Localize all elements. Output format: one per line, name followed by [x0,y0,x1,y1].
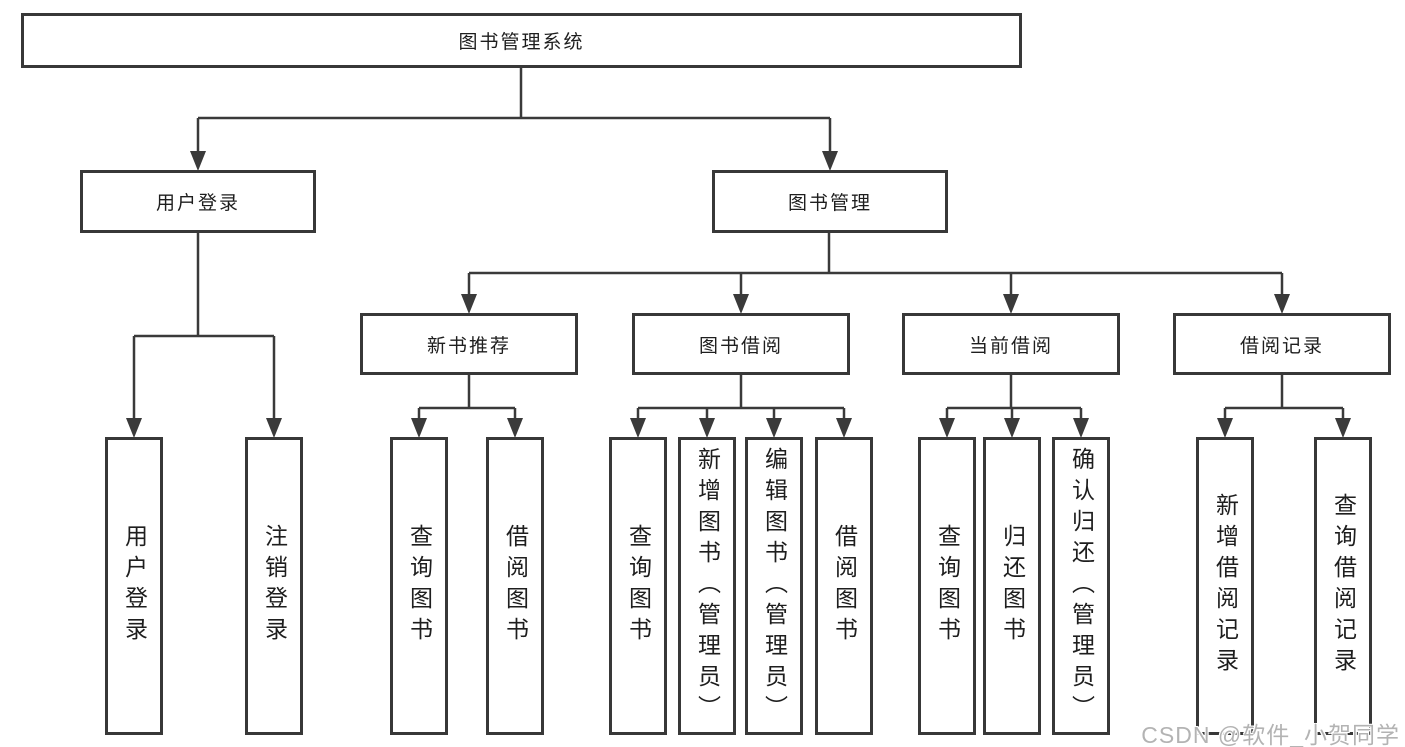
node-label: 借阅记录 [1239,335,1324,357]
node-label: 查询图书 [934,524,961,648]
node-new-book-recommendation: 新书推荐 [360,313,578,375]
node-label: 新书推荐 [426,335,511,357]
leaf-add-borrow-record: 新增借阅记录 [1196,437,1254,735]
node-label: 查询借阅记录 [1330,493,1357,679]
node-label: 查询图书 [406,524,433,648]
csdn-watermark: CSDN @软件_小贺同学 [1141,722,1400,747]
leaf-logout: 注销登录 [245,437,303,735]
connector-book-borrow-children [630,375,852,438]
node-book-borrowing: 图书借阅 [632,313,850,375]
node-label: 归还图书 [999,524,1026,648]
leaf-borrow-books-borrow: 借阅图书 [815,437,873,735]
leaf-query-books-recommend: 查询图书 [390,437,448,735]
node-root: 图书管理系统 [21,13,1022,68]
node-label: 借阅图书 [831,524,858,648]
leaf-edit-book-admin: 编辑图书（管理员） [745,437,803,735]
leaf-return-books: 归还图书 [983,437,1041,735]
node-label: 借阅图书 [502,524,529,648]
node-label: 编辑图书（管理员） [761,446,788,726]
node-label: 查询图书 [625,524,652,648]
leaf-add-book-admin: 新增图书（管理员） [678,437,736,735]
node-label: 用户登录 [155,193,240,214]
connector-borrow-record-children [1217,375,1351,438]
connector-new-book-recommend-children [411,375,523,438]
node-label: 图书管理 [787,193,872,214]
leaf-query-borrow-record: 查询借阅记录 [1314,437,1372,735]
node-current-borrowing: 当前借阅 [902,313,1120,375]
leaf-borrow-books-recommend: 借阅图书 [486,437,544,735]
node-label: 图书借阅 [698,335,783,357]
node-label: 图书管理系统 [458,32,585,53]
node-label: 新增借阅记录 [1212,493,1239,679]
node-label: 注销登录 [261,524,288,648]
connector-user-login-children [126,233,282,438]
leaf-query-books-borrow: 查询图书 [609,437,667,735]
leaf-query-books-current: 查询图书 [918,437,976,735]
node-label: 用户登录 [121,524,148,648]
leaf-user-login: 用户登录 [105,437,163,735]
node-label: 当前借阅 [968,335,1053,357]
connector-book-management-children [461,233,1290,314]
connector-root-to-level2 [190,68,838,171]
node-label: 新增图书（管理员） [694,446,721,726]
leaf-confirm-return-admin: 确认归还（管理员） [1052,437,1110,735]
node-label: 确认归还（管理员） [1068,446,1095,726]
node-borrowing-records: 借阅记录 [1173,313,1391,375]
node-book-management: 图书管理 [712,170,948,233]
node-user-login: 用户登录 [80,170,316,233]
connector-current-borrow-children [939,375,1089,438]
